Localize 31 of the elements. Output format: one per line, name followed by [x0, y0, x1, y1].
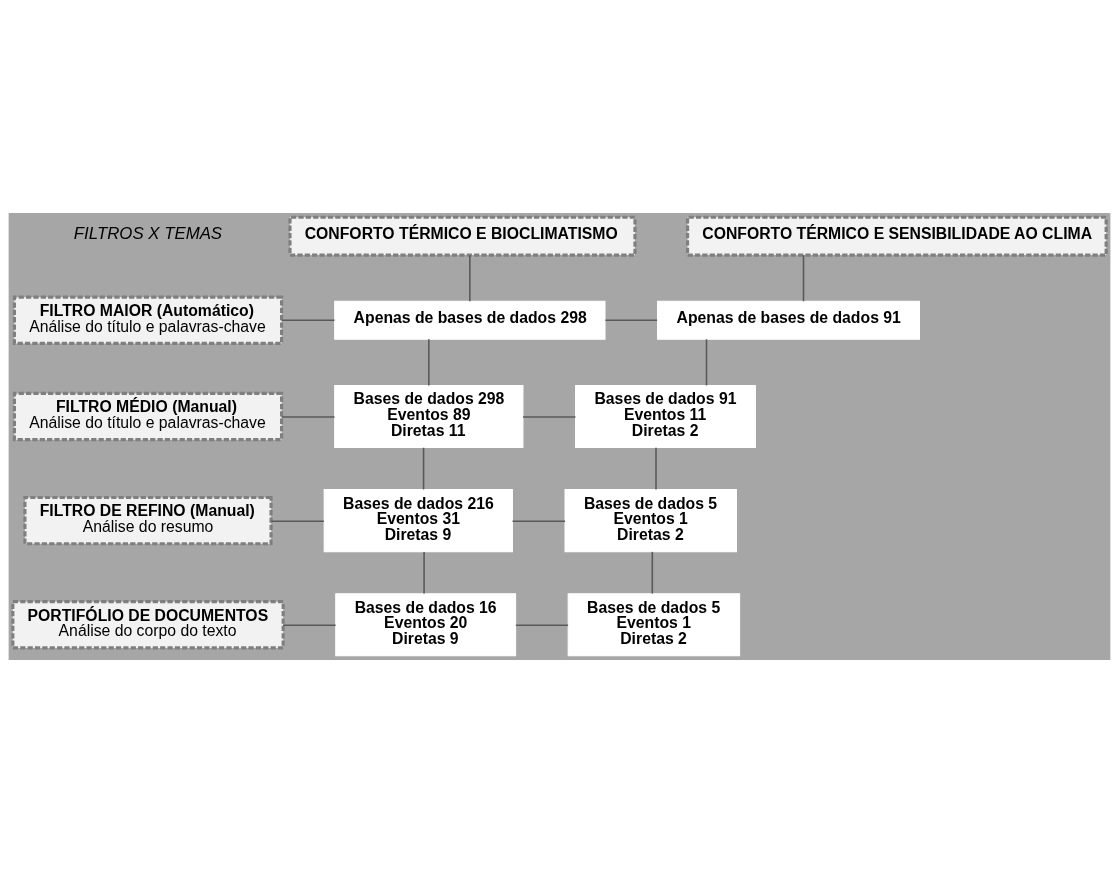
node-box: Bases de dados 298 Eventos 89 Diretas 11: [334, 384, 524, 448]
connector: [511, 519, 566, 522]
connector: [469, 253, 471, 302]
node-box: CONFORTO TÉRMICO E SENSIBILIDADE AO CLIMA: [685, 215, 1108, 257]
connector: [802, 253, 805, 302]
node-box: FILTRO MAIOR (Automático) Análise do título e palavras-chave: [12, 295, 284, 345]
connector: [422, 446, 425, 490]
connector: [655, 446, 657, 490]
connector: [651, 550, 654, 594]
connector: [515, 624, 569, 626]
connector: [705, 338, 708, 386]
label: FILTROS X TEMAS: [73, 223, 223, 243]
connector: [280, 319, 336, 321]
node-box: Apenas de bases de dados 298: [334, 300, 606, 340]
node-box: Bases de dados 216 Eventos 31 Diretas 9: [323, 488, 513, 552]
node-box: Bases de dados 5 Eventos 1 Diretas 2: [564, 488, 737, 552]
connector: [270, 519, 325, 522]
node-box: PORTIFÓLIO DE DOCUMENTOS Análise do corpo do texto: [11, 599, 285, 649]
node-box: Bases de dados 16 Eventos 20 Diretas 9: [335, 592, 517, 656]
node-box: Bases de dados 5 Eventos 1 Diretas 2: [567, 592, 741, 656]
connector: [522, 415, 577, 418]
connector: [428, 338, 430, 386]
connector: [281, 415, 336, 418]
connector: [282, 624, 337, 626]
connector: [423, 550, 425, 594]
node-box: FILTRO DE REFINO (Manual) Análise do resumo: [23, 495, 273, 545]
connector: [604, 319, 658, 321]
node-box: Bases de dados 91 Eventos 11 Diretas 2: [575, 384, 756, 448]
node-box: Apenas de bases de dados 91: [657, 300, 920, 340]
node-box: CONFORTO TÉRMICO E BIOCLIMATISMO: [288, 215, 637, 257]
node-box: FILTRO MÉDIO (Manual) Análise do título e palavras-chave: [12, 391, 284, 441]
